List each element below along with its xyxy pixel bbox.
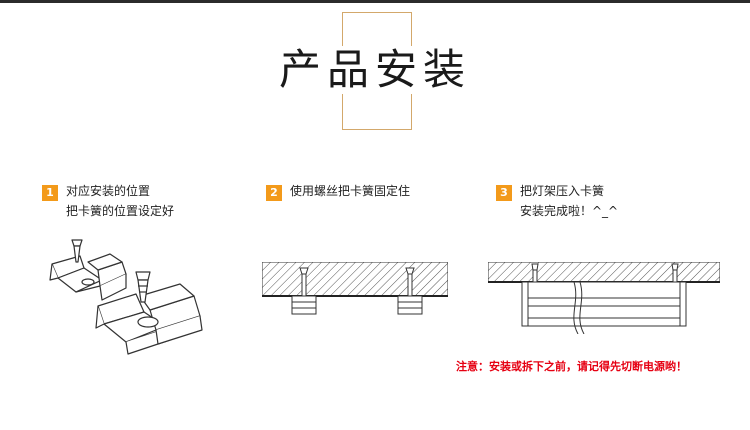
- ceiling-screw-illustration-icon: [262, 262, 448, 315]
- page-title: 产品安装: [278, 45, 471, 94]
- step-1-line1: 对应安装的位置: [66, 184, 151, 198]
- lamp-mounted-illustration-icon: [488, 262, 720, 334]
- step-3-line2: 安装完成啦！^_^: [520, 204, 619, 218]
- step-2-badge: 2: [266, 185, 282, 201]
- clip-screw-illustration-icon: [49, 239, 203, 355]
- step-3-line1: 把灯架压入卡簧: [520, 184, 605, 198]
- step-2-line1: 使用螺丝把卡簧固定住: [290, 184, 411, 198]
- step-3-badge: 3: [496, 185, 512, 201]
- step-1-line2: 把卡簧的位置设定好: [66, 204, 175, 218]
- top-bar: [0, 0, 750, 3]
- title-mask: [280, 46, 476, 94]
- safety-warning: 注意：安装或拆下之前，请记得先切断电源哟！: [456, 360, 687, 373]
- step-1-badge: 1: [42, 185, 58, 201]
